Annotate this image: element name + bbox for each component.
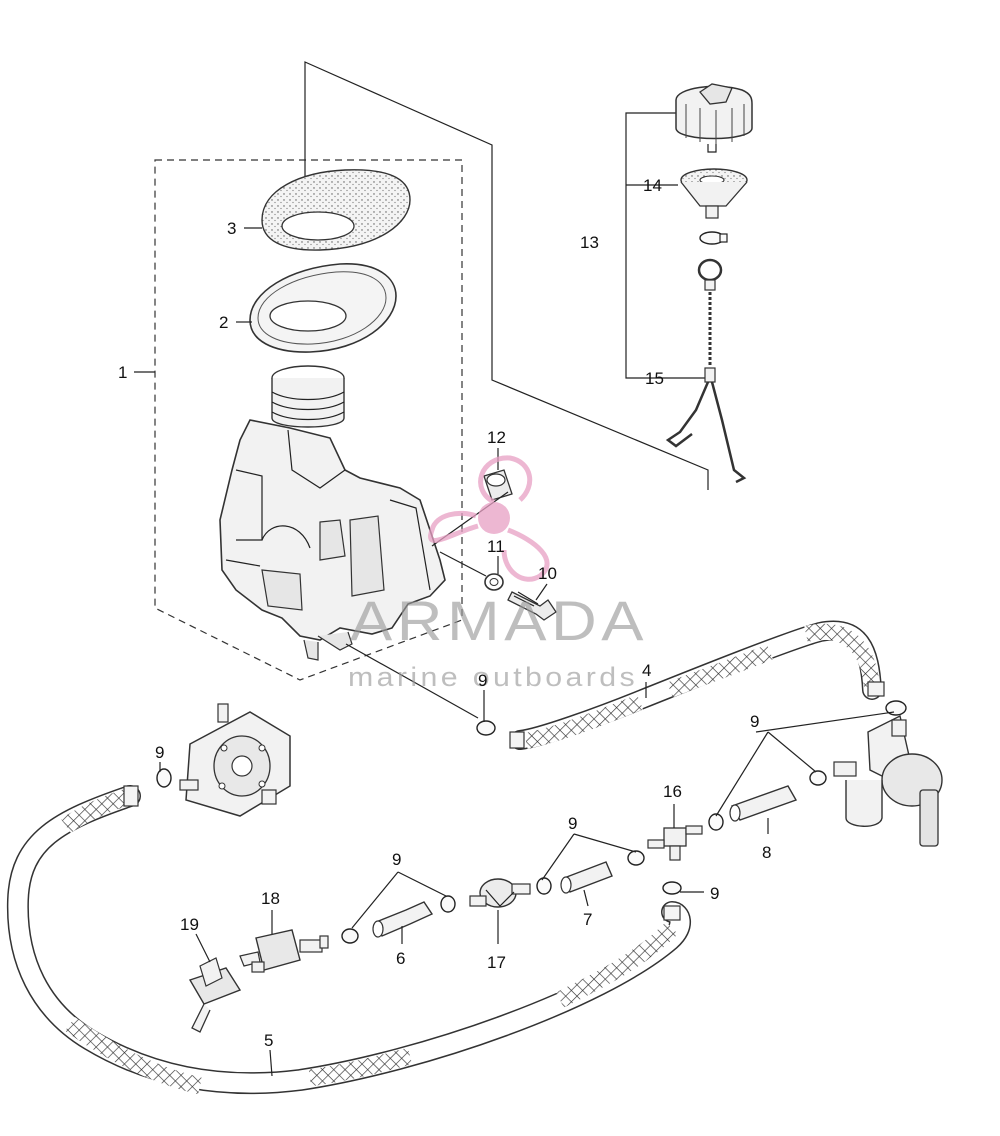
drain-hook-chain-part — [665, 258, 747, 484]
fuel-filter-part — [833, 714, 943, 847]
watermark-brand: ARMADA — [350, 589, 648, 652]
callout-18: 18 — [261, 889, 280, 908]
callout-9-c: 9 — [750, 712, 759, 731]
callout-labels: 3 2 1 12 11 10 4 9 9 9 8 16 9 7 9 9 6 17… — [118, 176, 771, 1050]
hose-8-part — [729, 785, 798, 822]
callout-17: 17 — [487, 953, 506, 972]
callout-6: 6 — [396, 949, 405, 968]
callout-19: 19 — [180, 915, 199, 934]
callout-15: 15 — [645, 369, 664, 388]
callout-11: 11 — [487, 537, 505, 556]
callout-10: 10 — [538, 564, 557, 583]
breather-cap-part — [675, 83, 753, 153]
hose-6-part — [372, 901, 434, 938]
callout-7: 7 — [583, 910, 592, 929]
callout-9-b: 9 — [155, 743, 164, 762]
callout-14: 14 — [643, 176, 662, 195]
watermark-tagline: marine outboards — [348, 662, 638, 692]
group-leader-line — [304, 61, 709, 490]
callout-5: 5 — [264, 1031, 273, 1050]
callout-2: 2 — [219, 313, 228, 332]
callout-8: 8 — [762, 843, 771, 862]
callout-9-d: 9 — [568, 814, 577, 833]
key-plug-part — [188, 957, 242, 1033]
callout-12: 12 — [487, 428, 506, 447]
fuel-connector-part — [239, 929, 329, 973]
callout-3: 3 — [227, 219, 236, 238]
callout-9-f: 9 — [392, 850, 401, 869]
fuel-pump-part — [179, 703, 291, 817]
gasket-part — [249, 263, 397, 353]
hose-clamp-part — [156, 700, 907, 944]
callout-4: 4 — [642, 661, 651, 680]
callout-1: 1 — [118, 363, 127, 382]
hose-7-part — [560, 861, 613, 894]
callout-16: 16 — [663, 782, 682, 801]
propeller-logo-icon — [428, 455, 550, 582]
tee-fitting-part — [647, 825, 703, 861]
callout-9-e: 9 — [710, 884, 719, 903]
hose-4-part — [509, 620, 885, 750]
breather-bracket-line — [625, 112, 710, 379]
oil-tank-part — [219, 365, 446, 661]
bolt-washer-grommet-parts — [431, 469, 557, 621]
tank-outlet-leader — [345, 643, 479, 719]
foam-filter-part — [261, 169, 411, 251]
armada-logo-watermark: ARMADA marine outboards — [348, 455, 648, 692]
callout-leaders — [134, 227, 895, 1077]
tank-assembly-group-box — [154, 159, 463, 681]
inline-valve-part — [469, 878, 531, 908]
hose-5-part — [6, 785, 691, 1095]
breather-clip-part — [699, 231, 728, 245]
callout-13: 13 — [580, 233, 599, 252]
callout-9-a: 9 — [478, 671, 487, 690]
breather-filter-part — [680, 168, 748, 219]
